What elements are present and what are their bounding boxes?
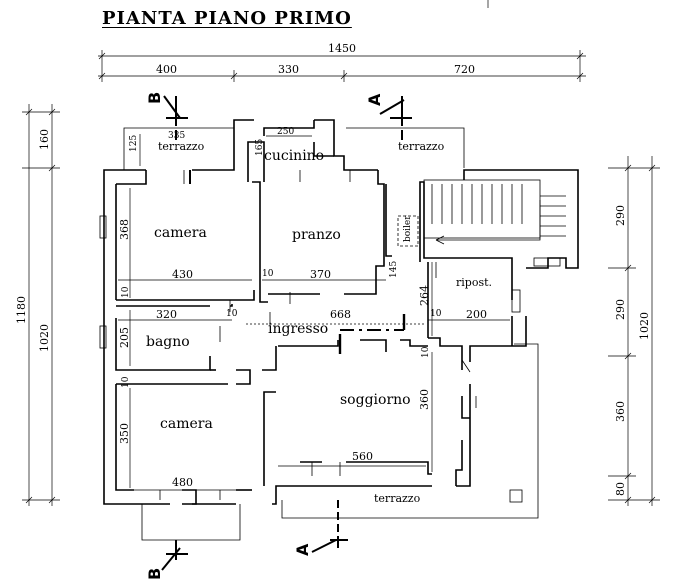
dim-10-f: 10: [421, 346, 431, 358]
room-terrazzo-bottom: terrazzo: [374, 492, 421, 505]
dim-right-b: 290: [614, 299, 627, 320]
dim-total-width: 1450: [328, 42, 356, 55]
dim-668: 668: [330, 308, 351, 321]
terraces: [123, 127, 539, 541]
dim-right-a: 290: [614, 205, 627, 226]
dim-right-d: 80: [614, 482, 627, 496]
right-dimension-lines: [608, 156, 660, 506]
dim-10-e: 10: [121, 376, 131, 388]
dim-inner-height: 1020: [38, 324, 51, 352]
dim-335: 335: [168, 131, 185, 141]
room-pranzo: pranzo: [292, 227, 341, 243]
section-b-bottom-label: B: [145, 568, 164, 580]
dim-10-c: 10: [226, 309, 238, 319]
dim-368: 368: [118, 219, 131, 240]
dim-total-height: 1180: [15, 296, 28, 324]
dim-10-a: 10: [262, 269, 274, 279]
dim-10-b: 10: [121, 286, 131, 298]
dim-250: 250: [277, 127, 294, 137]
dim-right-c: 360: [614, 401, 627, 422]
dim-terrace-depth: 160: [38, 129, 51, 150]
page-title: PIANTA PIANO PRIMO: [102, 8, 352, 29]
dim-width-a: 400: [156, 63, 177, 76]
section-cut-lines: [161, 95, 412, 571]
left-dimension-lines: [22, 104, 60, 506]
section-a-top-label: A: [365, 93, 384, 106]
room-terrazzo-top: terrazzo: [398, 140, 445, 153]
room-ingresso: ingresso: [268, 321, 328, 337]
dim-264: 264: [418, 285, 431, 306]
room-camera-top: camera: [154, 225, 207, 241]
dim-right-total: 1020: [638, 312, 651, 340]
dim-480: 480: [172, 476, 193, 489]
room-terrazzo-left: terrazzo: [158, 140, 205, 153]
staircase: [397, 179, 566, 267]
top-dimension-lines: [98, 0, 586, 82]
dim-165: 165: [255, 139, 265, 156]
room-camera-bottom: camera: [160, 416, 213, 432]
dim-200: 200: [466, 308, 487, 321]
dim-350: 350: [118, 423, 131, 444]
dim-205: 205: [118, 327, 131, 348]
boiler-label: boiler: [403, 215, 413, 242]
dim-370: 370: [310, 268, 331, 281]
interior-dimension-lines: [118, 134, 510, 491]
dim-360: 360: [418, 389, 431, 410]
section-b-top-label: B: [145, 92, 164, 104]
room-cucinino: cucinino: [264, 148, 324, 164]
room-ripost: ripost.: [456, 276, 492, 289]
exterior-walls: [103, 119, 579, 505]
dim-10-d: 10: [430, 309, 442, 319]
dim-145: 145: [389, 261, 399, 278]
dim-125: 125: [129, 135, 139, 152]
room-bagno: bagno: [146, 334, 190, 350]
room-soggiorno: soggiorno: [340, 392, 411, 408]
section-a-bottom-label: A: [293, 543, 312, 556]
dim-560: 560: [352, 450, 373, 463]
dim-430: 430: [172, 268, 193, 281]
dim-320: 320: [156, 308, 177, 321]
dim-width-c: 720: [454, 63, 475, 76]
dim-width-b: 330: [278, 63, 299, 76]
